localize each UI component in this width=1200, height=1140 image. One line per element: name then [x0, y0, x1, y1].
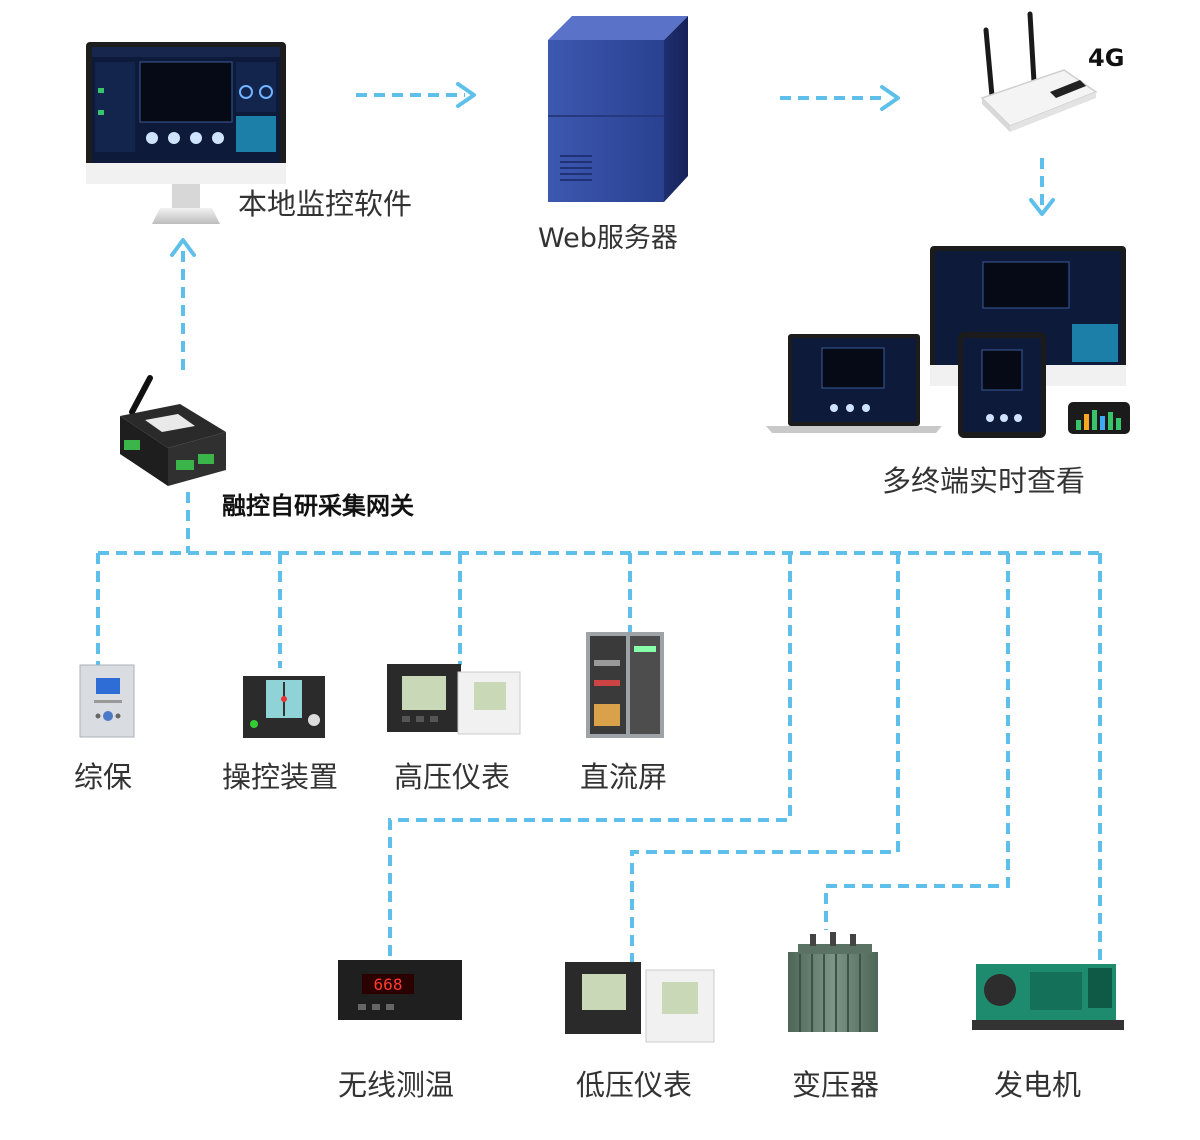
device-label: 低压仪表	[576, 1068, 693, 1102]
route-wuxian	[388, 553, 792, 960]
svg-text:668: 668	[374, 975, 403, 994]
multi-terminal-label: 多终端实时查看	[882, 464, 1086, 498]
device-label: 综保	[74, 760, 133, 794]
router-icon	[980, 11, 1098, 132]
lv-meter-icon	[565, 962, 715, 1043]
router-4g-label: 4G	[1088, 44, 1125, 72]
terminals-icon	[766, 246, 1130, 438]
arrow-right-icon	[456, 82, 476, 108]
local-software-label: 本地监控软件	[238, 187, 413, 221]
transformer-icon	[788, 932, 878, 1032]
route-bianya	[824, 553, 1010, 930]
arrow-heads	[170, 82, 1055, 257]
monitor-icon	[86, 42, 286, 224]
protection-relay-icon	[79, 664, 135, 738]
gateway-icon	[120, 375, 226, 486]
dc-panel-icon	[586, 632, 664, 738]
device-label: 变压器	[792, 1068, 880, 1102]
device-label: 直流屏	[580, 760, 668, 794]
arrow-down-icon	[1029, 198, 1055, 216]
device-label: 操控装置	[222, 760, 339, 794]
device-label: 高压仪表	[394, 760, 511, 794]
gateway-label: 融控自研采集网关	[222, 492, 414, 520]
route-diya	[630, 553, 900, 962]
generator-icon	[972, 964, 1124, 1030]
control-device-icon	[243, 676, 325, 738]
temperature-controller-icon: 668	[338, 960, 462, 1020]
web-server-label: Web服务器	[538, 223, 678, 254]
server-icon	[548, 16, 688, 202]
device-label: 无线测温	[338, 1068, 455, 1102]
device-label: 发电机	[994, 1068, 1082, 1102]
connection-lines	[96, 93, 1102, 962]
arrow-up-icon	[170, 238, 196, 257]
arrow-right-icon	[880, 85, 900, 111]
hv-meter-icon	[387, 664, 521, 735]
